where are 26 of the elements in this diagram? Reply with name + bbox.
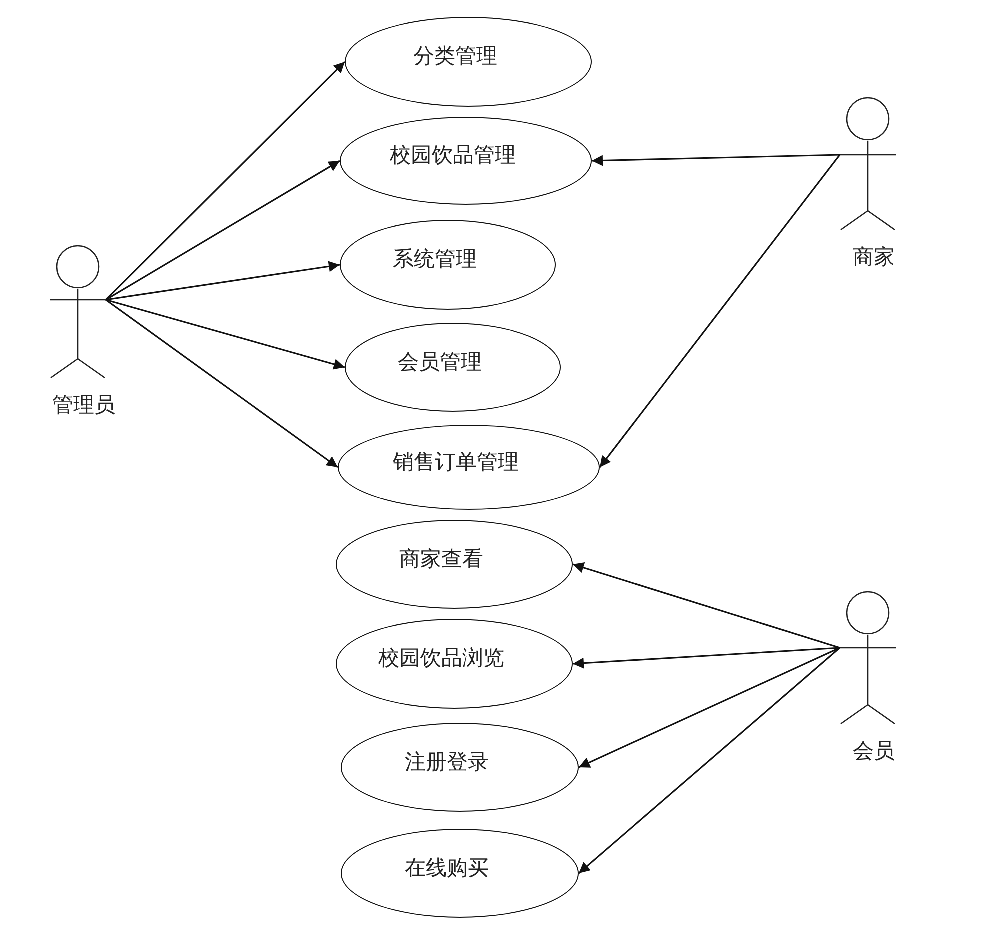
use-case-label: 会员管理 [398, 349, 482, 375]
actor-label: 管理员 [52, 393, 116, 418]
association-arrow [106, 299, 346, 370]
use-case-label: 校园饮品管理 [390, 142, 516, 168]
actor-stick-figure [50, 245, 106, 379]
use-case-label: 商家查看 [400, 546, 484, 572]
association-arrow [106, 299, 338, 468]
association-arrow [592, 154, 840, 166]
association-arrow [599, 154, 841, 468]
association-arrow [572, 562, 840, 649]
association-arrow [106, 261, 340, 301]
use-case-label: 系统管理 [393, 246, 477, 272]
actor-label: 商家 [853, 245, 895, 270]
association-arrow [572, 647, 840, 669]
use-case-label: 校园饮品浏览 [378, 646, 504, 672]
use-case-label: 分类管理 [414, 44, 498, 70]
association-arrow [106, 160, 340, 301]
use-case-label: 在线购买 [405, 855, 489, 881]
use-case-label: 销售订单管理 [393, 449, 519, 475]
association-arrow [578, 647, 840, 768]
actor-stick-figure [840, 591, 896, 725]
actor-stick-figure [840, 97, 896, 231]
actor-label: 会员 [853, 739, 895, 764]
association-arrow [105, 61, 346, 301]
association-arrow [578, 647, 841, 874]
use-case-label: 注册登录 [405, 749, 489, 775]
